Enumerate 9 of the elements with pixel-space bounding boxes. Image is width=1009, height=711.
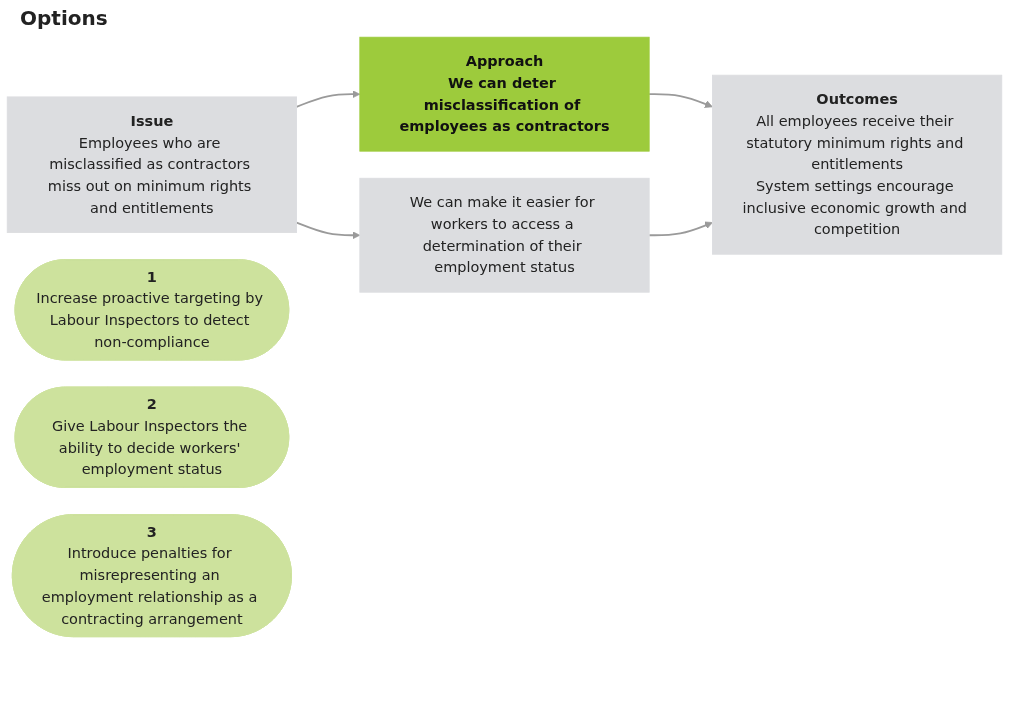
node-box: Issue Employees who are misclassified as contractors miss out on minimum rights and entitlements [6,96,297,233]
node-box: We can make it easier for workers to access a determination of their employment status [359,177,650,293]
section-heading: Options [20,6,108,30]
node-box: Approach We can deter misclassification of employees as contractors [359,36,650,152]
node-box: Outcomes All employees receive their statutory minimum rights and entitlements System settings encourage inclusive economic growth and competition [712,74,1003,255]
arrow [648,221,713,237]
arrow [648,93,713,108]
arrow [295,221,361,240]
arrow [295,90,361,108]
